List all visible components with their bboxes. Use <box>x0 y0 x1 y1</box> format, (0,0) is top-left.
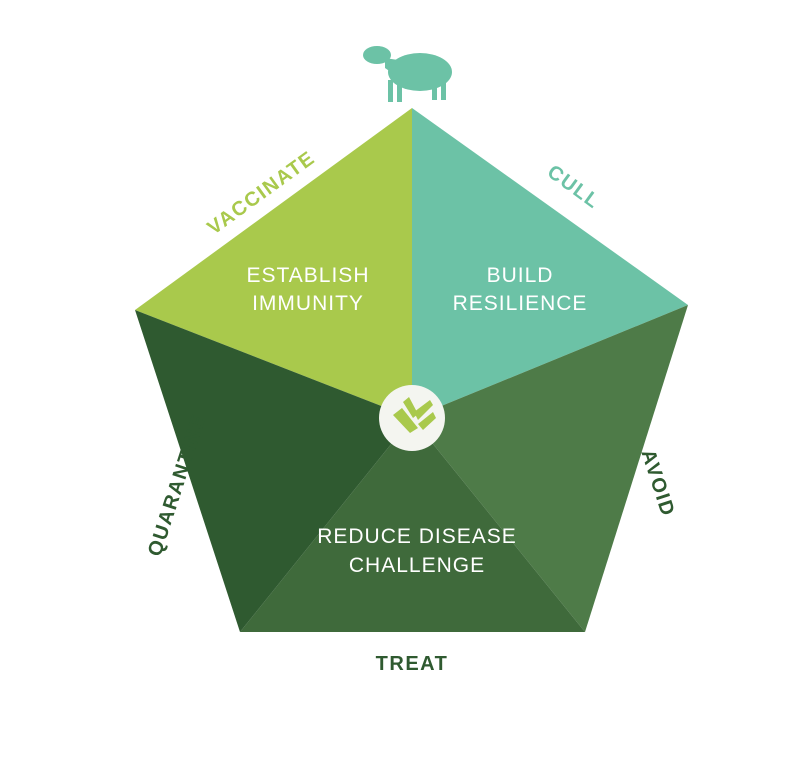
sheep-icon <box>363 46 452 102</box>
challenge-line1: REDUCE DISEASE <box>317 525 517 548</box>
sector-cull <box>412 108 688 418</box>
leaf-logo-icon <box>379 385 445 451</box>
sector-vaccinate <box>135 108 412 418</box>
sector-quarantine <box>135 310 412 632</box>
edge-label-treat: TREAT <box>376 653 449 675</box>
resilience-line2: RESILIENCE <box>453 292 588 315</box>
edge-label-cull: CULL <box>543 161 604 214</box>
edge-label-avoid: AVOID <box>637 447 679 520</box>
challenge-line2: CHALLENGE <box>349 554 485 577</box>
immunity-line2: IMMUNITY <box>252 292 364 315</box>
immunity-line1: ESTABLISH <box>247 264 370 287</box>
sector-treat <box>240 418 585 632</box>
resilience-line1: BUILD <box>487 264 554 287</box>
sector-avoid <box>412 305 688 632</box>
